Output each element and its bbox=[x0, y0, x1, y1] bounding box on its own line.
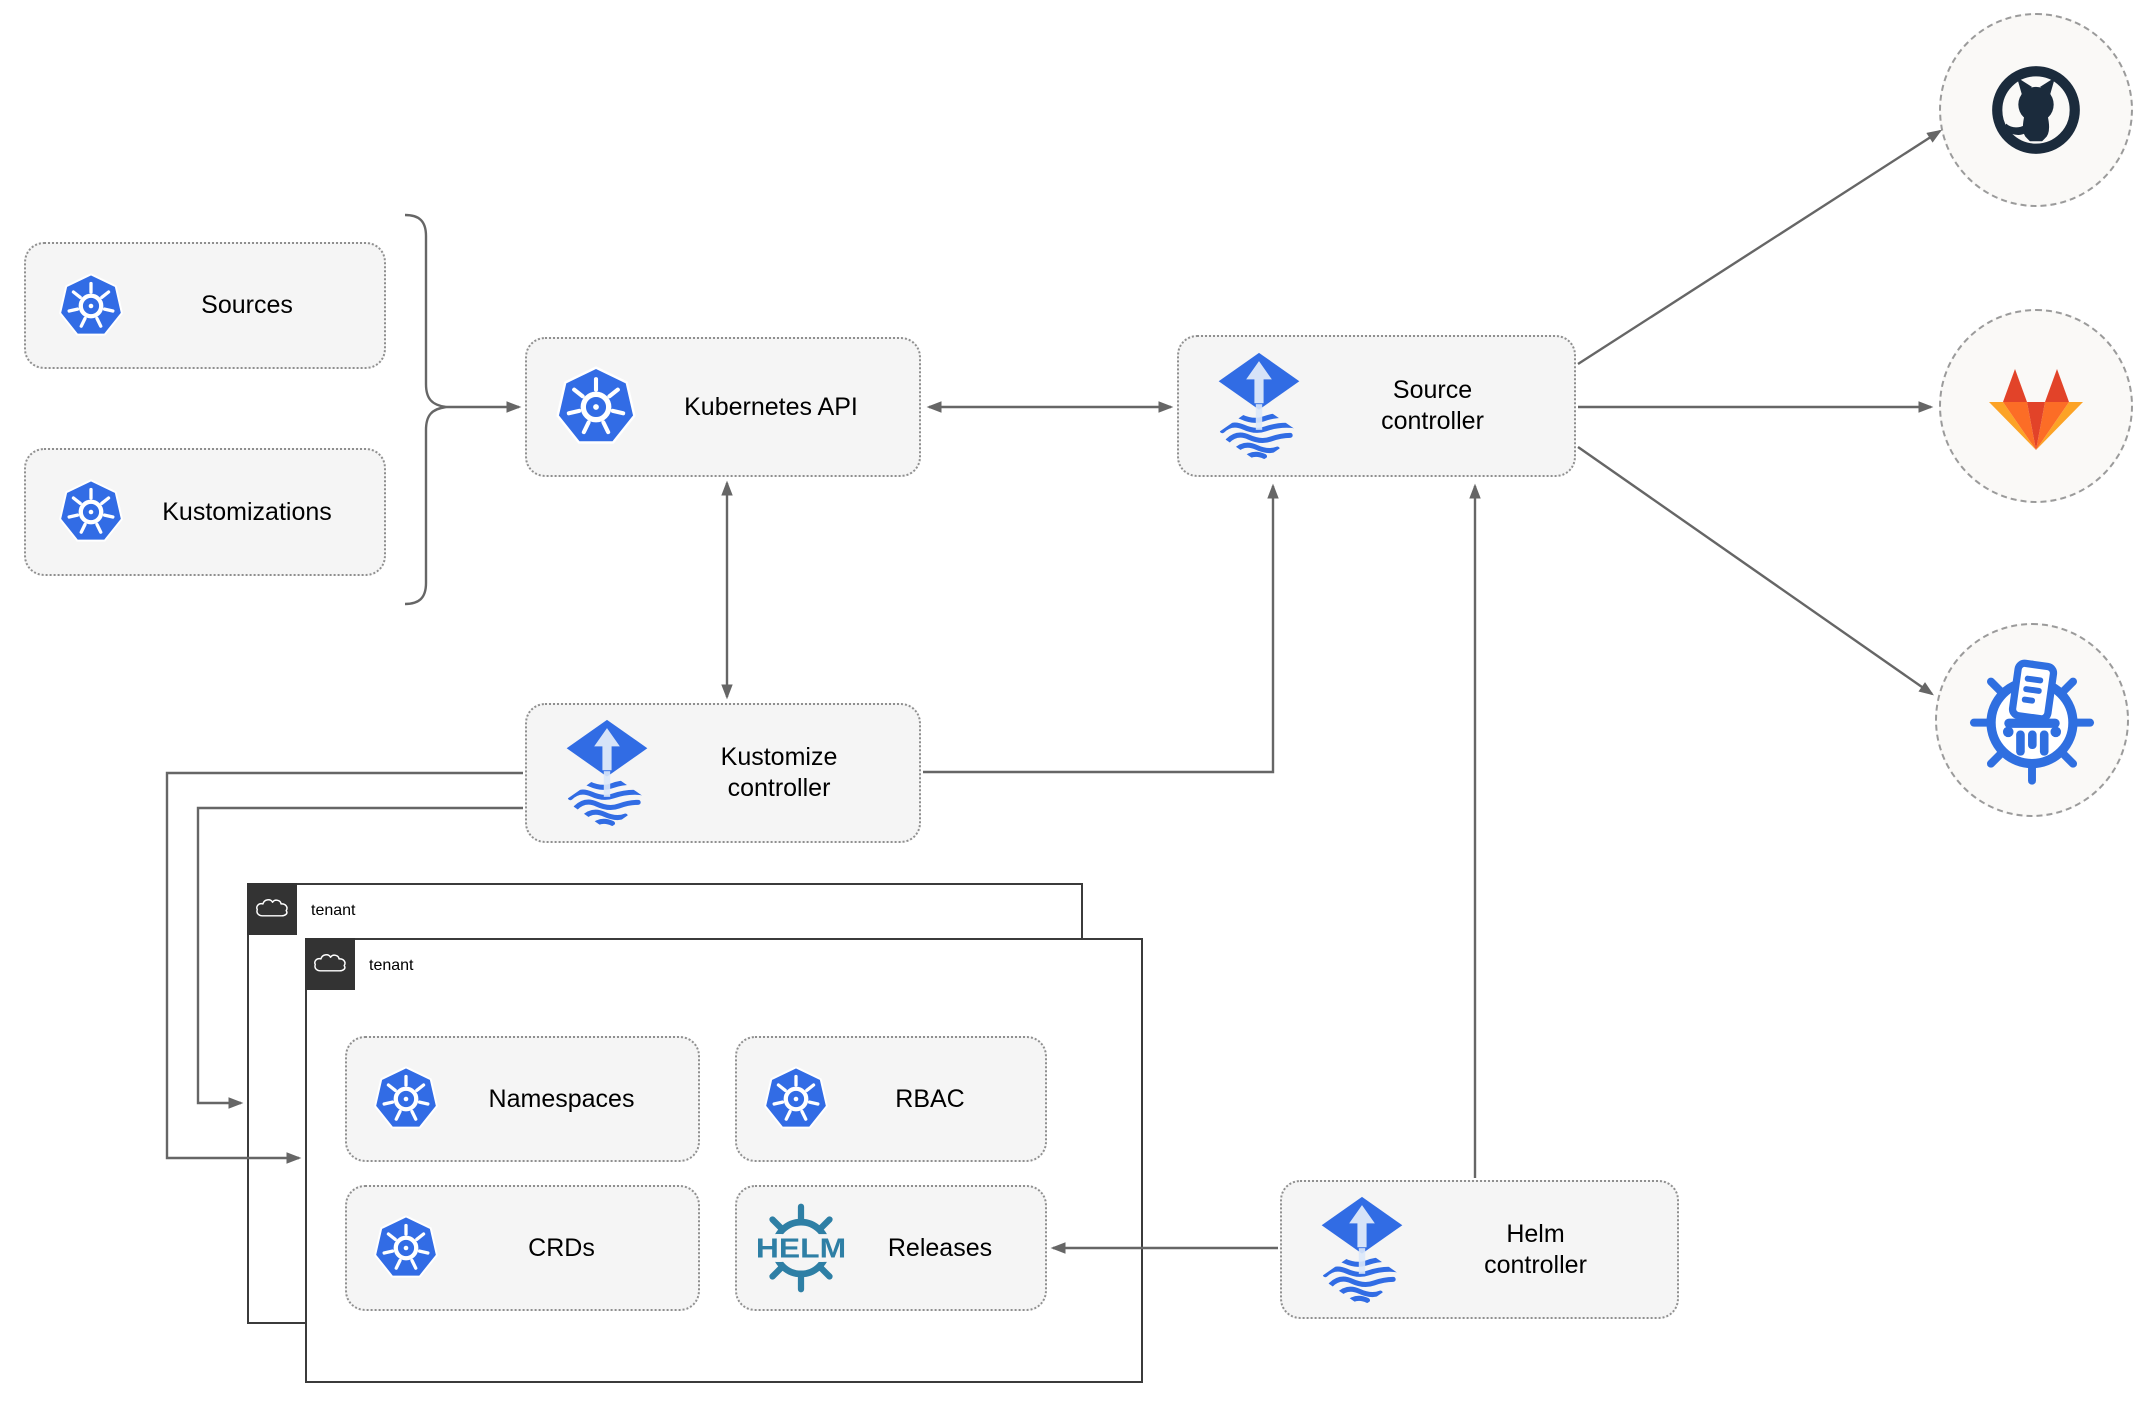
kubernetes-icon bbox=[373, 1066, 439, 1132]
tenant-tab bbox=[305, 938, 355, 990]
cloud-icon bbox=[255, 897, 289, 921]
github-icon bbox=[1968, 42, 2104, 178]
github-repository-node bbox=[1939, 13, 2133, 207]
gitlab-icon bbox=[1986, 360, 2086, 452]
tenant-label: tenant bbox=[369, 957, 414, 974]
kubernetes-icon bbox=[763, 1066, 829, 1132]
node-releases: HELM Releases bbox=[735, 1185, 1047, 1311]
node-label: Kubernetes API bbox=[684, 392, 858, 421]
node-label: Releases bbox=[887, 1233, 993, 1262]
chartmuseum-wheel-icon bbox=[1966, 654, 2098, 786]
kubernetes-icon bbox=[373, 1215, 439, 1281]
node-crds: CRDs bbox=[345, 1185, 700, 1311]
node-rbac: RBAC bbox=[735, 1036, 1047, 1162]
node-label: Kustomizations bbox=[162, 497, 332, 526]
helm-repository-node bbox=[1935, 623, 2129, 817]
node-sources: Sources bbox=[24, 242, 386, 369]
flux-icon bbox=[1316, 1195, 1408, 1305]
tenant-label: tenant bbox=[311, 902, 356, 919]
node-label: Sources bbox=[201, 291, 293, 319]
helm-wheel-icon: HELM bbox=[753, 1200, 849, 1296]
node-kubernetes-api: Kubernetes API bbox=[525, 337, 921, 477]
node-kustomizations: Kustomizations bbox=[24, 448, 386, 576]
node-namespaces: Namespaces bbox=[345, 1036, 700, 1162]
cloud-icon bbox=[313, 952, 347, 976]
node-label: RBAC bbox=[895, 1084, 965, 1113]
gitlab-repository-node bbox=[1939, 309, 2133, 503]
tenant-container-front: tenant Namespaces RBAC CRDs bbox=[305, 938, 1143, 1383]
kubernetes-icon bbox=[58, 479, 124, 545]
kubernetes-icon bbox=[58, 273, 124, 339]
helm-logo-text: HELM bbox=[756, 1233, 846, 1264]
tenant-tab bbox=[247, 883, 297, 935]
flux-icon bbox=[1213, 351, 1305, 461]
flux-icon bbox=[561, 718, 653, 828]
node-label: Namespaces bbox=[488, 1084, 635, 1113]
kubernetes-icon bbox=[555, 366, 637, 448]
node-label: CRDs bbox=[528, 1233, 595, 1262]
